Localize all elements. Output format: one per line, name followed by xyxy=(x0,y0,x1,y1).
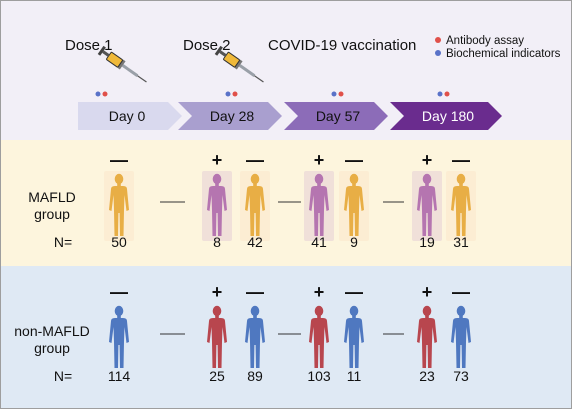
count-value: 73 xyxy=(453,368,469,384)
timeline-day-label: Day 57 xyxy=(316,108,361,124)
count-value: 9 xyxy=(350,234,358,250)
biochemical-marker-dot xyxy=(437,91,443,97)
person-icon xyxy=(202,171,232,241)
antibody-marker-dot xyxy=(444,91,450,97)
count-value: 103 xyxy=(307,368,331,384)
minus-sign: — xyxy=(246,282,264,302)
plus-sign: + xyxy=(212,150,223,170)
person-icon xyxy=(309,305,329,368)
mafld-panel xyxy=(0,140,572,266)
minus-sign: — xyxy=(246,150,264,170)
count-value: 19 xyxy=(419,234,435,250)
timeline-chevron-4 xyxy=(390,102,502,130)
n-label: N= xyxy=(54,234,72,250)
count-value: 25 xyxy=(209,368,225,384)
biochemical-marker-dot xyxy=(95,91,101,97)
person-icon xyxy=(240,171,270,241)
n-label: N= xyxy=(54,368,72,384)
antibody-assay-dot xyxy=(435,37,441,43)
person-icon xyxy=(339,171,369,241)
group-name-label: group xyxy=(34,206,70,222)
minus-sign: — xyxy=(452,150,470,170)
group-name-label: non-MAFLD xyxy=(14,323,89,339)
minus-sign: — xyxy=(110,150,128,170)
group-name-label: MAFLD xyxy=(28,189,75,205)
plus-sign: + xyxy=(422,150,433,170)
timeline-day-label: Day 180 xyxy=(422,108,474,124)
person-icon xyxy=(344,305,364,368)
person-icon xyxy=(446,171,476,241)
legend-antibody-label: Antibody assay xyxy=(446,35,524,47)
count-value: 41 xyxy=(311,234,327,250)
person-icon xyxy=(412,171,442,241)
plus-sign: + xyxy=(314,150,325,170)
minus-sign: — xyxy=(345,150,363,170)
minus-sign: — xyxy=(345,282,363,302)
non-mafld-panel xyxy=(0,266,572,409)
timeline-day-label: Day 0 xyxy=(109,108,146,124)
plus-sign: + xyxy=(212,282,223,302)
minus-sign: — xyxy=(452,282,470,302)
timeline-chevron-1 xyxy=(78,102,182,130)
person-icon xyxy=(304,171,334,241)
antibody-marker-dot xyxy=(338,91,344,97)
dose-2-label: Dose 2 xyxy=(183,37,231,54)
groups: MAFLDgroupN=—50+8—42+41—9+19—31non-MAFLD… xyxy=(14,150,476,384)
count-value: 23 xyxy=(419,368,435,384)
dose-1-label: Dose 1 xyxy=(65,37,113,54)
count-value: 50 xyxy=(111,234,127,250)
biochemical-marker-dot xyxy=(225,91,231,97)
minus-sign: — xyxy=(110,282,128,302)
count-value: 42 xyxy=(247,234,263,250)
biochemical-marker-dot xyxy=(331,91,337,97)
person-icon xyxy=(104,171,134,241)
timeline-chevron-2 xyxy=(178,102,282,130)
count-value: 114 xyxy=(108,368,131,384)
timeline: Day 0 Day 28 Day 57 Day 180 xyxy=(78,91,502,130)
person-icon xyxy=(417,305,437,368)
syringe-icon xyxy=(97,45,147,83)
person-icon xyxy=(245,305,265,368)
timeline-day-label: Day 28 xyxy=(210,108,255,124)
plus-sign: + xyxy=(422,282,433,302)
count-value: 89 xyxy=(247,368,263,384)
antibody-marker-dot xyxy=(102,91,108,97)
count-value: 31 xyxy=(453,234,469,250)
biochemical-indicators-dot xyxy=(435,50,441,56)
plus-sign: + xyxy=(314,282,325,302)
legend-biochemical-label: Biochemical indicators xyxy=(446,48,561,60)
count-value: 11 xyxy=(347,368,362,384)
person-icon xyxy=(207,305,227,368)
timeline-chevron-3 xyxy=(284,102,388,130)
person-icon xyxy=(109,305,129,368)
person-icon xyxy=(451,305,471,368)
vaccination-title: COVID-19 vaccination xyxy=(268,37,416,54)
antibody-marker-dot xyxy=(232,91,238,97)
count-value: 8 xyxy=(213,234,221,250)
syringe-icon xyxy=(214,45,264,83)
group-name-label: group xyxy=(34,340,70,356)
